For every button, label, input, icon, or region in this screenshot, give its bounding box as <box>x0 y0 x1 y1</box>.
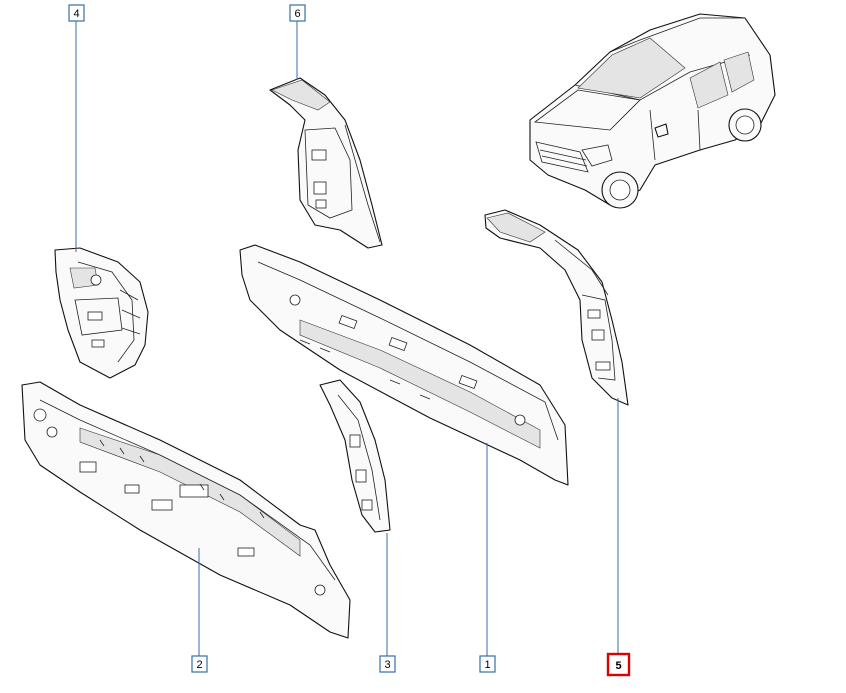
part-5-panel[interactable] <box>484 209 629 406</box>
callout-label: 4 <box>73 8 79 20</box>
callout-4[interactable]: 4 <box>68 4 85 22</box>
callout-box <box>379 655 396 673</box>
callout-box <box>191 655 208 673</box>
callout-label: 6 <box>294 8 300 20</box>
callout-3[interactable]: 3 <box>379 655 396 673</box>
callout-label: 5 <box>615 660 621 672</box>
callout-2[interactable]: 2 <box>191 655 208 673</box>
callout-box <box>479 655 496 673</box>
callout-label: 2 <box>196 659 202 671</box>
part-1-beam[interactable] <box>239 244 569 486</box>
part-4-panel[interactable] <box>54 247 149 379</box>
part-6-panel[interactable] <box>269 77 383 249</box>
callout-label: 3 <box>384 659 390 671</box>
callout-1[interactable]: 1 <box>479 655 496 673</box>
leader-lines <box>75 21 619 656</box>
vehicle-illustration <box>529 13 776 209</box>
callout-6[interactable]: 6 <box>289 4 306 22</box>
part-3-panel[interactable] <box>319 379 391 533</box>
callout-label: 1 <box>484 659 490 671</box>
callout-box <box>289 4 306 22</box>
part-2-crossmember[interactable] <box>21 381 351 639</box>
callout-5[interactable]: 5 <box>606 652 631 677</box>
callout-box <box>68 4 85 22</box>
callout-box-selected <box>606 652 631 677</box>
